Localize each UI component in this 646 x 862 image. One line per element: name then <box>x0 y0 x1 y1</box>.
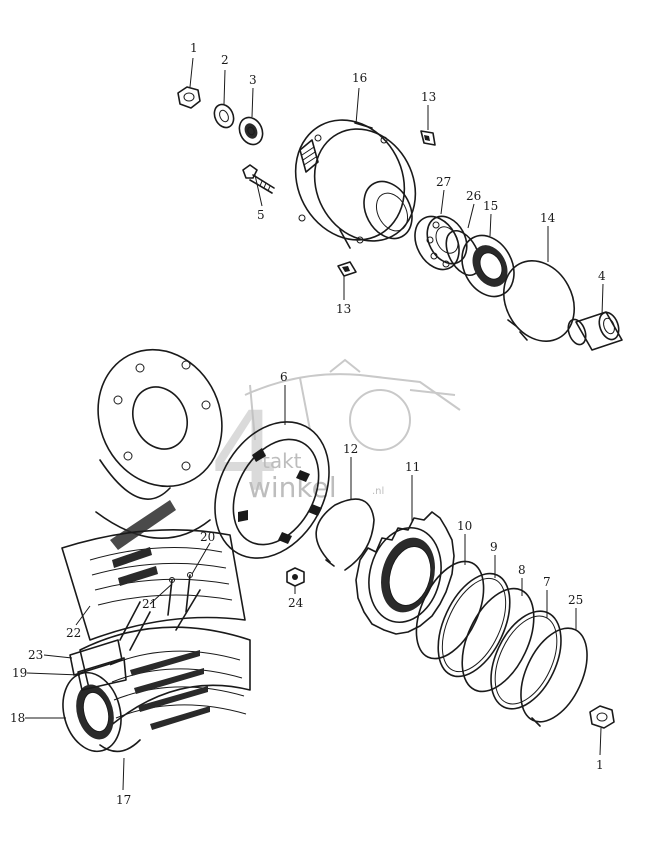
label-part-22: 22 <box>66 626 81 640</box>
label-part-2: 2 <box>221 53 229 67</box>
part-15-seal <box>461 234 515 298</box>
part-16-hub-flange <box>294 119 417 249</box>
watermark-line1: takt <box>262 449 302 473</box>
label-part-24: 24 <box>288 596 304 610</box>
part-10-ring <box>415 560 485 660</box>
part-24-nut <box>286 567 305 587</box>
part-2-washer <box>213 103 235 129</box>
watermark-line2: winkel <box>248 471 337 504</box>
label-part-7: 7 <box>543 575 551 589</box>
label-part-13-lower: 13 <box>336 302 351 316</box>
label-part-19: 19 <box>12 666 27 680</box>
label-part-10: 10 <box>457 519 472 533</box>
label-part-12: 12 <box>343 442 358 456</box>
label-part-15: 15 <box>483 199 498 213</box>
part-1-nut-bottom <box>589 705 615 729</box>
part-27-bearing <box>414 215 468 271</box>
label-part-27: 27 <box>436 175 451 189</box>
label-part-4: 4 <box>598 269 606 283</box>
label-part-14: 14 <box>540 211 556 225</box>
label-part-9: 9 <box>490 540 498 554</box>
part-labels: 1 2 3 16 13 5 27 26 15 14 4 13 6 12 11 1… <box>10 41 606 807</box>
label-part-3: 3 <box>249 73 257 87</box>
label-part-20: 20 <box>200 530 215 544</box>
label-part-21: 21 <box>142 597 157 611</box>
watermark-motorcycle-outline <box>244 358 461 451</box>
part-9-ring <box>437 572 511 678</box>
label-part-25: 25 <box>568 593 583 607</box>
part-drum-body <box>61 528 251 753</box>
label-part-23: 23 <box>28 648 43 662</box>
label-part-1-bottom: 1 <box>596 758 604 772</box>
part-3-collar <box>238 116 264 146</box>
label-part-6: 6 <box>280 370 288 384</box>
part-25-ring <box>520 627 588 727</box>
watermark: 4 takt winkel .nl <box>210 358 461 516</box>
part-26-ring <box>445 230 481 276</box>
part-7-ring <box>490 610 562 710</box>
label-part-13-upper: 13 <box>421 90 436 104</box>
part-8-ring <box>461 587 535 693</box>
label-part-16: 16 <box>352 71 367 85</box>
watermark-big-number: 4 <box>210 388 280 516</box>
part-20-21-pins <box>119 572 201 651</box>
part-11-sprocket <box>355 511 455 635</box>
part-13-clip-lower <box>337 261 357 277</box>
part-1-nut-top <box>177 86 201 109</box>
part-4-sleeve <box>567 311 623 351</box>
part-5-bolt <box>242 164 275 194</box>
part-14-snap-ring <box>503 260 575 342</box>
leader-lines <box>25 57 604 791</box>
label-part-26: 26 <box>466 189 481 203</box>
part-large-flange-plate <box>95 348 223 550</box>
label-part-8: 8 <box>518 563 526 577</box>
label-part-1-top: 1 <box>190 41 198 55</box>
label-part-18: 18 <box>10 711 25 725</box>
watermark-suffix: .nl <box>372 486 384 497</box>
part-6-plate-ring <box>214 421 330 559</box>
part-13-clip-upper <box>420 130 436 146</box>
label-part-17: 17 <box>116 793 131 807</box>
label-part-5: 5 <box>257 208 265 222</box>
label-part-11: 11 <box>405 460 420 474</box>
part-12-circlip <box>315 498 375 571</box>
